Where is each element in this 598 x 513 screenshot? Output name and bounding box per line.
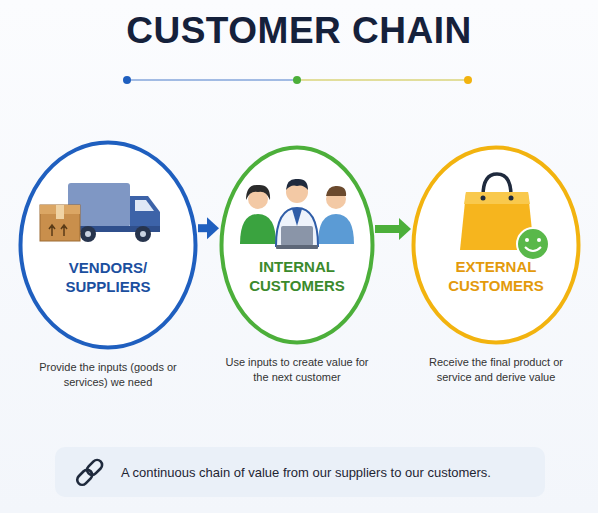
team-icon	[240, 179, 354, 249]
circle-outline	[18, 140, 198, 350]
summary-band: A continuous chain of value from our sup…	[55, 447, 545, 497]
stage-description: Use inputs to create value for the next …	[217, 355, 377, 385]
stage-circle: VENDORS/ SUPPLIERSProvide the inputs (go…	[18, 140, 198, 350]
chain-icon	[75, 458, 104, 487]
stage-heading: VENDORS/ SUPPLIERS	[46, 258, 171, 296]
truck-icon	[68, 183, 160, 242]
title: CUSTOMER CHAIN	[0, 10, 598, 52]
parcel-icon	[40, 205, 80, 241]
stage-heading: EXTERNAL CUSTOMERS	[434, 257, 559, 295]
summary-text: A continuous chain of value from our sup…	[121, 465, 491, 480]
shopping-bag-icon	[460, 174, 549, 260]
stage-description: Provide the inputs (goods or services) w…	[28, 360, 188, 390]
flow-arrow	[375, 218, 411, 240]
flow-arrow	[198, 217, 219, 239]
stage-description: Receive the final product or service and…	[416, 355, 576, 385]
stage-heading: INTERNAL CUSTOMERS	[235, 257, 360, 295]
